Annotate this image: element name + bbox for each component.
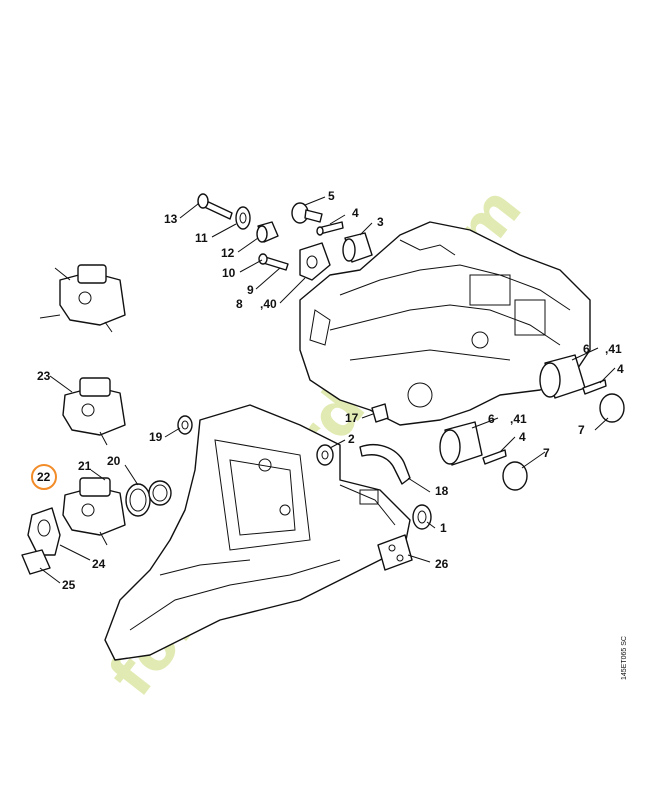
label-2: 2 [348, 432, 355, 446]
label-18: 18 [435, 484, 449, 498]
drawing-code: 145ET065 SC [621, 636, 628, 680]
screw-4c [482, 449, 507, 465]
label-26: 26 [435, 557, 449, 571]
handle-housing [104, 404, 411, 661]
plate-25 [21, 549, 51, 575]
ring-21 [125, 483, 151, 517]
label-10: 10 [222, 266, 236, 280]
label-8: 8 [236, 297, 243, 311]
label-6-b: 6 [488, 412, 495, 426]
label-6-a: 6 [583, 342, 590, 356]
screw-5 [291, 202, 323, 224]
cap-7a [599, 393, 625, 423]
label-41-a: ,41 [605, 342, 622, 356]
label-17: 17 [345, 411, 359, 425]
damper-9 [299, 242, 331, 281]
hose-18 [359, 444, 411, 485]
screw-10 [258, 253, 289, 271]
label-22: 22 [37, 470, 51, 484]
label-4-b: 4 [617, 362, 624, 376]
label-1: 1 [440, 521, 447, 535]
screw-13 [197, 193, 233, 220]
plug-17 [371, 403, 389, 423]
ring-20 [148, 480, 172, 506]
label-25: 25 [62, 578, 76, 592]
label-9: 9 [247, 283, 254, 297]
bushing-3 [342, 232, 373, 263]
screw-4b [582, 379, 607, 395]
buffer-6a [539, 354, 586, 399]
label-7-b: 7 [543, 446, 550, 460]
label-21: 21 [78, 459, 92, 473]
grommet-2 [316, 444, 334, 466]
label-12: 12 [221, 246, 235, 260]
leader-lines [39, 196, 616, 584]
label-24: 24 [92, 557, 106, 571]
label-40-a: ,40 [260, 297, 277, 311]
label-7-a: 7 [578, 423, 585, 437]
grommet-1 [412, 504, 432, 530]
part-labels: 13 11 12 10 9 8 ,40 5 4 3 23 19 17 2 6 ,… [31, 189, 624, 592]
label-4-c: 4 [519, 430, 526, 444]
buffer-6b [439, 421, 483, 466]
carburettor-23 [62, 377, 126, 446]
label-13: 13 [164, 212, 178, 226]
label-41-b: ,41 [510, 412, 527, 426]
label-19: 19 [149, 430, 163, 444]
cap-7b [502, 461, 528, 491]
gasket-24 [27, 507, 61, 556]
label-4-a: 4 [352, 206, 359, 220]
highlight-ring-22 [31, 464, 57, 490]
washer-11 [235, 206, 251, 230]
label-20: 20 [107, 454, 121, 468]
label-23: 23 [37, 369, 51, 383]
carburettor-22 [62, 477, 126, 546]
grommet-19 [177, 415, 193, 435]
bracket-26 [377, 534, 413, 571]
label-3: 3 [377, 215, 384, 229]
carburettor-top [39, 264, 126, 333]
spacer-12 [256, 221, 279, 243]
label-11: 11 [195, 231, 208, 245]
screw-4a [316, 221, 344, 236]
label-5: 5 [328, 189, 335, 203]
